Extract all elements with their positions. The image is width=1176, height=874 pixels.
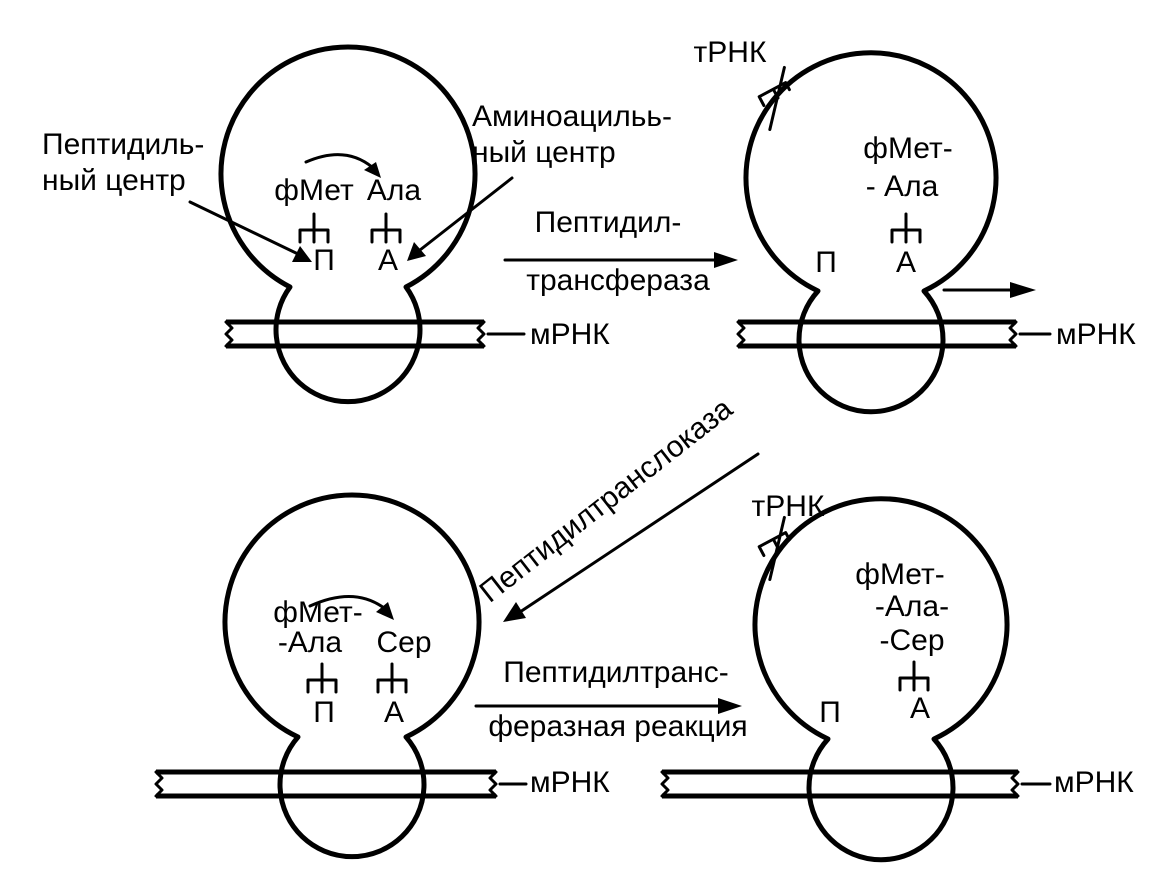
trna-a-site [898, 660, 930, 692]
peptide-label: -Сер [879, 624, 944, 657]
aminoacyl-center-label: ный центр [472, 136, 616, 169]
trna-label: тРНК [694, 36, 767, 69]
transfer-arrow [304, 153, 381, 178]
peptide-label: фМет [274, 174, 354, 207]
pointer-arrow [188, 200, 312, 262]
mrna-strand [736, 319, 1018, 349]
ribosome-outline [752, 496, 1010, 863]
mrna-label: мРНК [1056, 318, 1136, 351]
ribosome-outline [743, 50, 999, 415]
peptide-label: фМет- [855, 558, 944, 591]
step-label: феразная реакция [488, 710, 747, 743]
trna-a-site [890, 212, 922, 244]
a-site-label: А [910, 692, 930, 725]
step-arrow-translocase: Пептидилтранслоказа [474, 392, 760, 622]
step-label: трансфераза [526, 264, 710, 297]
step-label: Пептидилтранс- [503, 656, 728, 689]
mrna-label: мРНК [530, 318, 610, 351]
peptide-label: - Ала [866, 170, 939, 203]
p-site-label: П [815, 246, 837, 279]
mrna-strand [660, 769, 1020, 799]
trna-p-site [298, 212, 330, 244]
ribosome-panel-3: фМет- -Ала Сер П А мРНК [154, 492, 610, 860]
pointer-arrow [407, 176, 514, 261]
peptidyl-center-label: Пептидиль- [42, 128, 204, 161]
ribosome-panel-2: тРНК фМет- - Ала П А мРНК [694, 36, 1136, 415]
ribosome-panel-4: тРНК фМет- -Ала- -Сер П А мРНК [660, 490, 1134, 863]
trna-p-site [306, 662, 338, 694]
ribosome-panel-1: фМет Ала П А Пептидиль- ный центр Аминоа… [42, 44, 672, 405]
a-site-label: А [378, 244, 398, 277]
ribosome-outline [218, 44, 478, 405]
p-site-label: П [313, 696, 335, 729]
step-label: Пептидилтранслоказа [474, 392, 739, 609]
mrna-label: мРНК [1054, 766, 1134, 799]
peptide-label: фМет- [273, 596, 362, 629]
p-site-label: П [313, 244, 335, 277]
step-arrow-transferase-reaction: Пептидилтранс- феразная реакция [474, 656, 748, 743]
transfer-arrow [308, 595, 394, 620]
a-site-label: А [896, 246, 916, 279]
trna-a-site [376, 662, 408, 694]
mrna-strand [154, 769, 498, 799]
mrna-movement-arrow [942, 282, 1036, 298]
aminoacyl-center-label: Аминоацильь- [472, 100, 672, 133]
ribosome-outline [222, 492, 482, 860]
trna-free [757, 65, 791, 132]
aminoacid-label: Сер [376, 626, 431, 659]
step-arrow-peptidyl-transferase: Пептидил- трансфераза [503, 206, 738, 297]
peptide-label: -Ала- [875, 590, 949, 623]
aminoacid-label: Ала [367, 174, 422, 207]
trna-free [757, 515, 791, 582]
peptide-label: фМет- [863, 132, 952, 165]
peptide-label: -Ала [278, 626, 343, 659]
step-label: Пептидил- [535, 206, 682, 239]
peptidyl-center-label: ный центр [42, 164, 186, 197]
a-site-label: А [384, 696, 404, 729]
p-site-label: П [819, 696, 841, 729]
mrna-label: мРНК [530, 766, 610, 799]
trna-label: тРНК [752, 490, 825, 523]
trna-a-site [370, 212, 402, 244]
mrna-strand [224, 319, 486, 349]
